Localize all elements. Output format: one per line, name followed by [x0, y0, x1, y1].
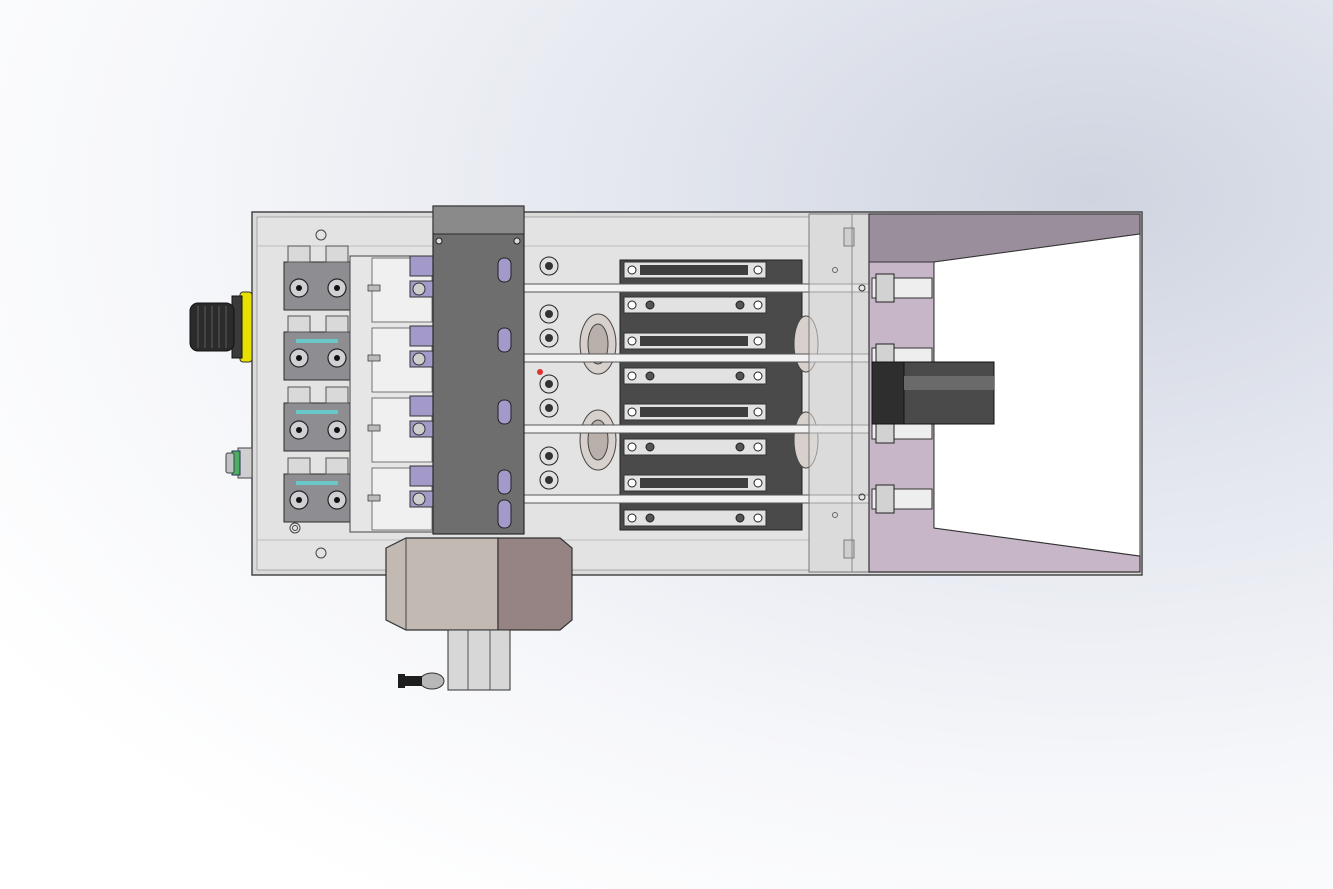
air-inlet-fitting: [225, 447, 253, 479]
vertical-mounting-plate: [432, 205, 525, 535]
aluminum-extrusion: [447, 629, 511, 691]
clamp-plates: [623, 261, 767, 527]
side-fitting: [398, 672, 445, 690]
cylindrical-sensor: [871, 361, 995, 425]
transparent-cover: [808, 213, 870, 573]
cable-connector: [189, 291, 253, 363]
push-in-fitting-bank: [283, 245, 353, 523]
solenoid-valve-stack: [349, 255, 447, 533]
hex-nut: [385, 537, 573, 631]
adjustment-screws: [537, 256, 559, 490]
